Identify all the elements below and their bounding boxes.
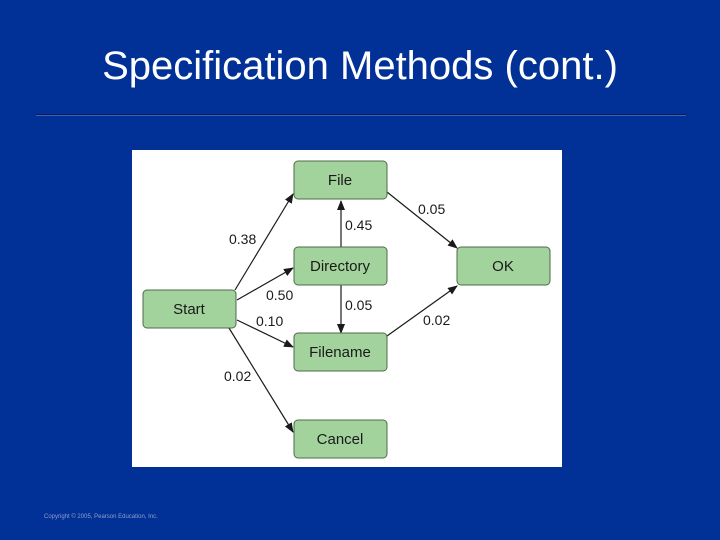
node-directory-label: Directory xyxy=(310,258,371,275)
edge-label-directory-filename: 0.05 xyxy=(345,297,372,313)
node-ok: OK xyxy=(456,246,551,286)
title-divider xyxy=(36,114,686,115)
edge-file-ok: 0.05 xyxy=(386,191,458,249)
edge-filename-ok: 0.02 xyxy=(386,285,458,337)
node-cancel: Cancel xyxy=(293,419,388,459)
edge-start-file: 0.38 xyxy=(229,193,294,291)
edge-label-start-filename: 0.10 xyxy=(256,313,283,329)
node-ok-label: OK xyxy=(492,258,514,275)
node-start: Start xyxy=(142,289,237,329)
edge-directory-file: 0.45 xyxy=(337,200,372,247)
node-directory: Directory xyxy=(293,246,388,286)
slide-title: Specification Methods (cont.) xyxy=(102,44,618,88)
state-diagram: 0.38 0.50 0.10 0.02 0.45 0.05 0.05 0.02 xyxy=(132,150,562,467)
edge-label-directory-file: 0.45 xyxy=(345,217,372,233)
node-cancel-label: Cancel xyxy=(317,431,364,448)
edge-start-filename: 0.10 xyxy=(236,313,294,348)
edge-label-file-ok: 0.05 xyxy=(418,201,445,217)
edge-start-directory: 0.50 xyxy=(236,267,294,303)
edge-label-start-file: 0.38 xyxy=(229,231,256,247)
node-filename: Filename xyxy=(293,332,388,372)
node-file-label: File xyxy=(328,172,352,189)
edge-label-start-cancel: 0.02 xyxy=(224,368,251,384)
edge-label-start-directory: 0.50 xyxy=(266,287,293,303)
node-file: File xyxy=(293,160,388,200)
copyright-notice: Copyright © 2005, Pearson Education, Inc… xyxy=(44,514,158,520)
state-diagram-canvas: 0.38 0.50 0.10 0.02 0.45 0.05 0.05 0.02 xyxy=(142,160,551,459)
edge-start-cancel: 0.02 xyxy=(224,327,294,433)
edge-directory-filename: 0.05 xyxy=(337,285,372,334)
edge-label-filename-ok: 0.02 xyxy=(423,312,450,328)
node-start-label: Start xyxy=(173,301,206,318)
node-filename-label: Filename xyxy=(309,344,371,361)
